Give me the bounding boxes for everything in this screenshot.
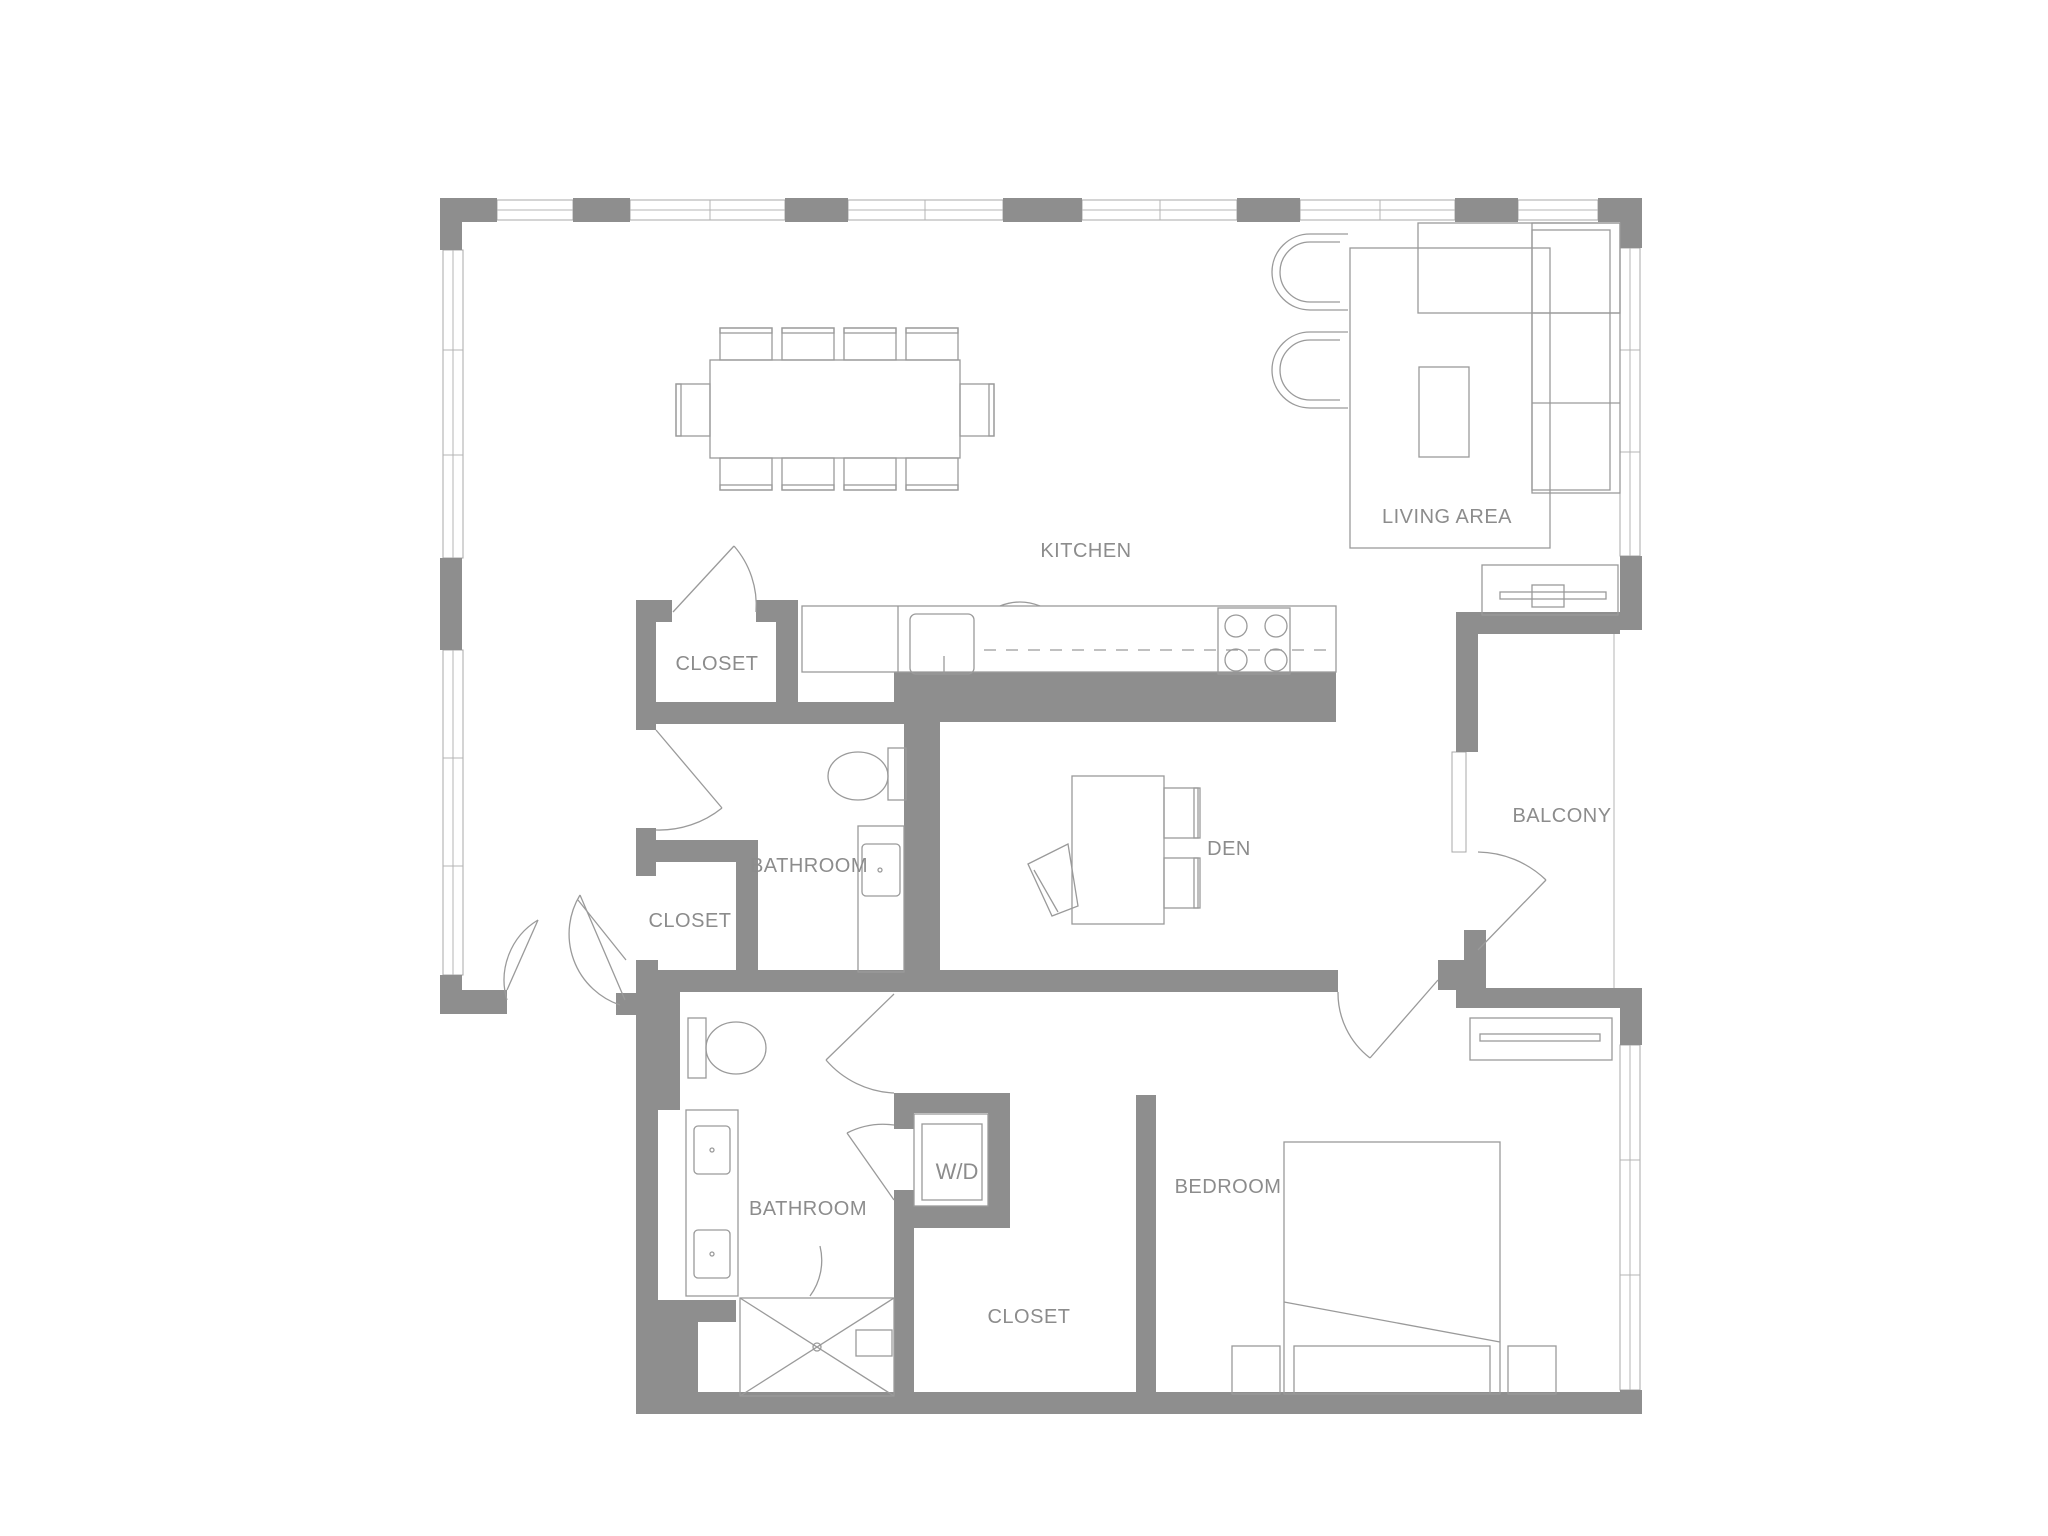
- shower: [739, 1297, 895, 1397]
- sofa-back: [1417, 222, 1621, 314]
- vanity-1: [857, 825, 905, 973]
- armchair-1: [1271, 233, 1348, 311]
- room-labels: KITCHEN LIVING AREA CLOSET BATHROOM CLOS…: [648, 506, 1611, 1328]
- room-label-laundry: W/D: [936, 1159, 979, 1184]
- coffee-table: [1418, 366, 1470, 458]
- cooktop: [1217, 607, 1291, 675]
- room-label-closet-2: CLOSET: [648, 910, 731, 932]
- room-label-balcony: BALCONY: [1512, 805, 1611, 827]
- room-label-bathroom-2: BATHROOM: [749, 1198, 867, 1220]
- toilet-1: [827, 751, 889, 801]
- room-label-den: DEN: [1207, 838, 1251, 860]
- kitchen-counter: [801, 605, 1337, 673]
- walls: [440, 198, 1642, 1414]
- room-label-bathroom-1: BATHROOM: [750, 855, 868, 877]
- dining-table: [709, 359, 961, 459]
- room-label-closet-3: CLOSET: [987, 1306, 1070, 1328]
- den-desk: [1071, 775, 1165, 925]
- room-label-kitchen: KITCHEN: [1040, 540, 1131, 562]
- nightstand-right: [1507, 1345, 1557, 1395]
- washer-dryer: [921, 1123, 983, 1201]
- room-label-living-area: LIVING AREA: [1382, 506, 1512, 528]
- dining-chairs: [675, 327, 995, 491]
- armchair-2: [1271, 331, 1348, 409]
- doors: [503, 545, 1547, 1297]
- kitchen-sink: [909, 613, 975, 675]
- vanity-2: [685, 1109, 739, 1297]
- dresser: [1469, 1017, 1613, 1061]
- furniture: [675, 222, 1621, 1397]
- nightstand-left: [1231, 1345, 1281, 1395]
- area-rug: [1349, 247, 1551, 549]
- sofa-side: [1531, 222, 1621, 494]
- bed: [1283, 1141, 1501, 1395]
- tv-console: [1481, 564, 1619, 616]
- windows: [442, 199, 1641, 1391]
- room-label-closet-1: CLOSET: [675, 653, 758, 675]
- room-label-bedroom: BEDROOM: [1175, 1176, 1282, 1198]
- toilet-2: [705, 1021, 767, 1075]
